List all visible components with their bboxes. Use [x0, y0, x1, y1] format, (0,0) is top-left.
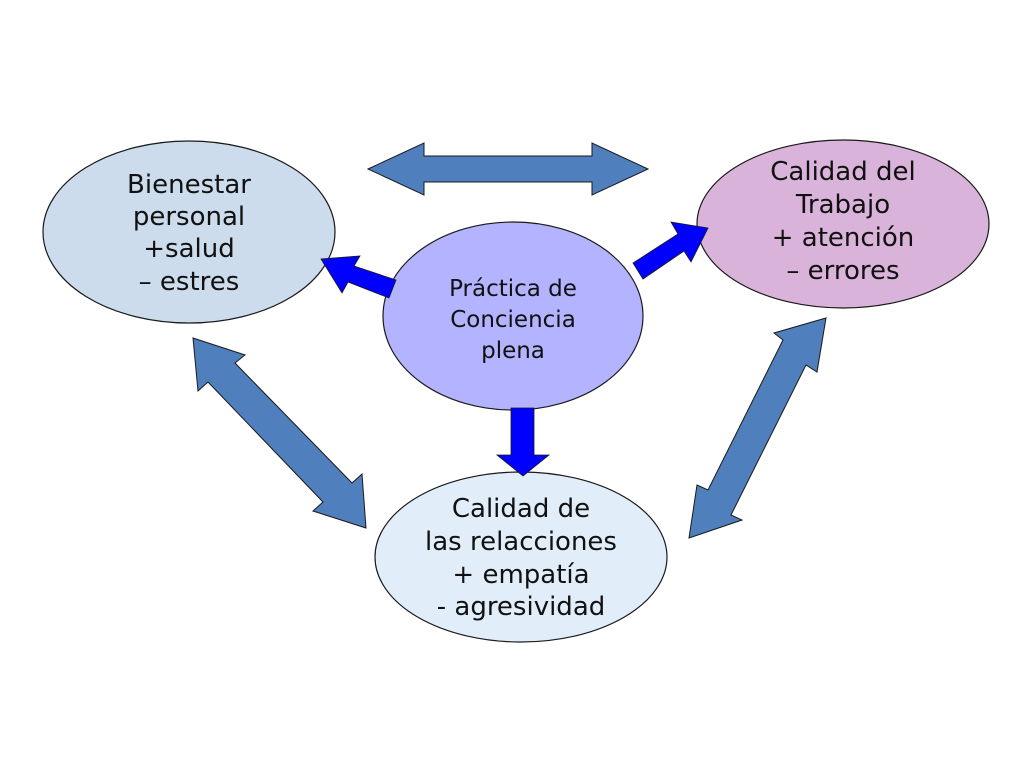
relaciones-line-1: Calidad de — [452, 494, 590, 524]
arrow-to-calidad-trabajo — [632, 221, 709, 280]
relaciones-line-2: las relacciones — [425, 527, 617, 557]
practica-line-3: plena — [481, 338, 545, 364]
bienestar-line-3: +salud — [143, 234, 234, 264]
trabajo-line-2: Trabajo — [795, 190, 890, 220]
double-arrow-right-bottom — [688, 317, 827, 539]
practica-line-1: Práctica de — [449, 276, 577, 302]
bienestar-line-1: Bienestar — [127, 170, 251, 200]
ellipse-bienestar — [42, 140, 336, 324]
bienestar-line-4: – estres — [139, 267, 240, 297]
trabajo-line-1: Calidad del — [770, 157, 915, 187]
practica-line-2: Conciencia — [450, 307, 576, 333]
double-arrow-top — [366, 142, 650, 196]
trabajo-line-3: + atención — [772, 223, 915, 253]
bienestar-line-2: personal — [133, 202, 245, 232]
double-arrow-left-bottom — [192, 337, 367, 529]
ellipse-calidad-trabajo — [696, 139, 990, 309]
arrow-to-bienestar — [320, 255, 397, 299]
relaciones-line-3: + empatía — [452, 560, 589, 590]
arrow-to-calidad-relaciones — [495, 407, 551, 477]
relaciones-line-4: - agresividad — [437, 592, 606, 622]
trabajo-line-4: – errores — [786, 256, 899, 286]
